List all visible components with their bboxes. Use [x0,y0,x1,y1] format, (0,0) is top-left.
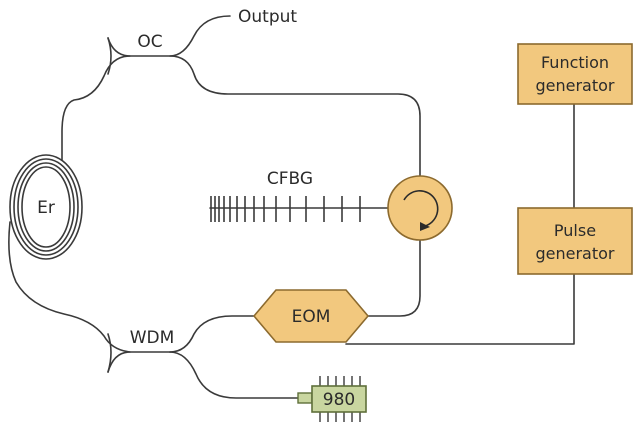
eom-box [252,289,370,343]
pump-label: 980 [323,390,355,410]
pump-chip [297,376,367,422]
pulse-generator-box [517,207,633,275]
oc-label: OC [137,32,162,52]
wdm-upper-arm [107,351,171,373]
oc-to-circulator-fiber [169,55,421,184]
circulator [387,175,453,241]
wdm-to-eom-fiber [169,315,255,353]
pulse-generator-label-line2: generator [535,244,614,263]
oc-output-fiber [107,15,231,57]
function-generator-label-line1: Function [541,53,609,72]
cfbg-label: CFBG [267,169,313,189]
output-label: Output [238,7,297,27]
wdm-to-pump-fiber [169,351,299,399]
er-label: Er [37,198,55,218]
eom-label: EOM [292,307,331,327]
pulse-generator-label-line1: Pulse [554,221,596,240]
pulse-to-eom-wire [345,273,575,345]
er-coil [9,154,83,260]
circulator-arrow-icon [403,190,439,227]
fiber-paths [8,15,575,399]
function-generator-label-line2: generator [535,76,614,95]
oc-to-coil-fiber [61,55,131,161]
function-generator-box [517,43,633,105]
wdm-coupler-left-bracket [107,333,112,373]
cfbg-grating [210,196,361,222]
wdm-label: WDM [130,328,175,348]
circulator-arrowhead-icon [420,222,430,231]
oc-coupler-left-bracket [107,37,112,75]
eom-to-circulator-fiber [367,231,421,317]
